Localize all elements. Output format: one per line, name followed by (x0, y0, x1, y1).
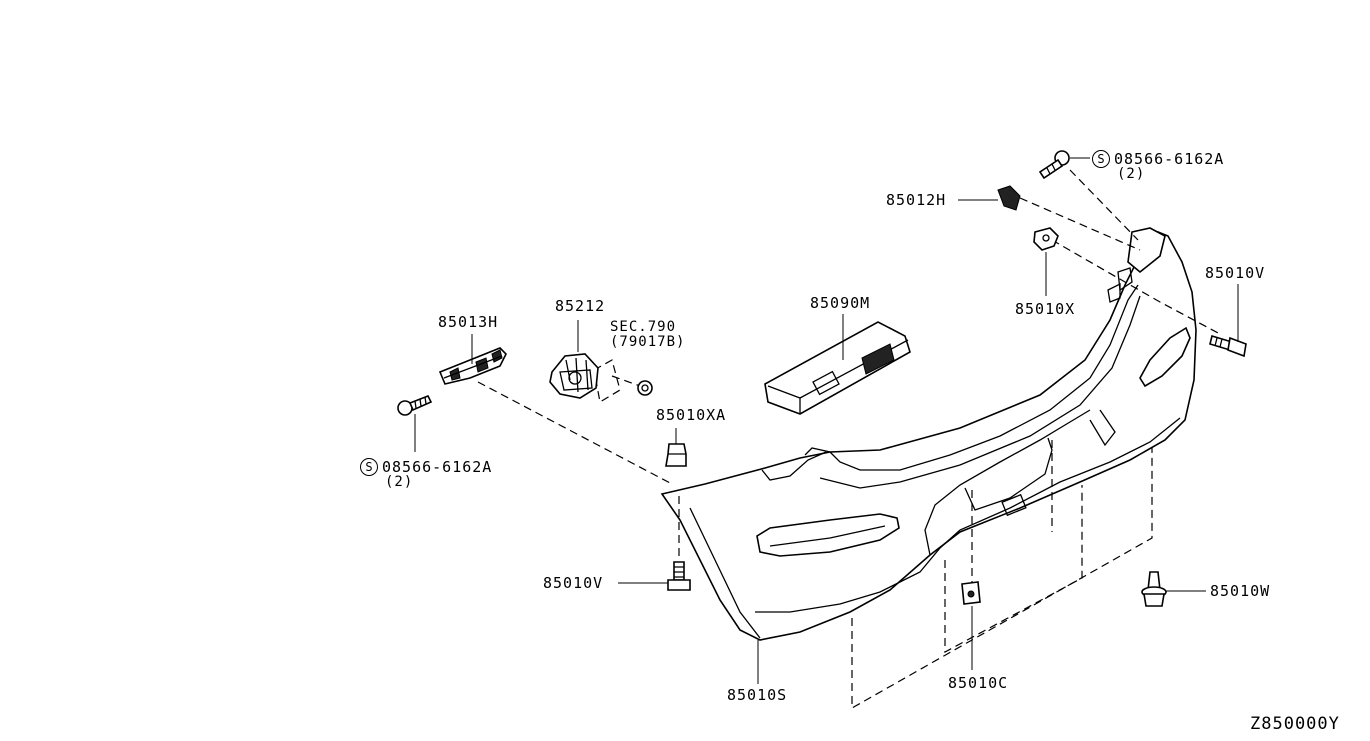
right-screw (1038, 150, 1070, 180)
rear-bumper-fascia (660, 227, 1197, 641)
label-85010v-right: 85010V (1205, 264, 1266, 282)
left-side-bracket (438, 347, 507, 385)
label-85010xa: 85010XA (656, 406, 727, 424)
label-sec-790: SEC.790 (610, 319, 677, 335)
label-85010x: 85010X (1015, 300, 1076, 318)
grommet-85010w (1141, 571, 1167, 607)
label-85010s: 85010S (727, 686, 788, 704)
label-85012h: 85012H (886, 191, 947, 209)
right-side-bracket (997, 185, 1021, 211)
s-symbol-right: S (1092, 150, 1110, 168)
leader-lines (414, 157, 1239, 684)
label-screw-right-qty: (2) (1117, 166, 1146, 182)
clip-85010x (1033, 227, 1059, 251)
left-screw (397, 394, 433, 416)
label-85013h: 85013H (438, 313, 499, 331)
s-symbol-left: S (360, 458, 378, 476)
label-85010c: 85010C (948, 674, 1009, 692)
screw-85010v-left (667, 561, 691, 591)
label-85010v-left: 85010V (543, 574, 604, 592)
drawing-code: Z850000Y (1250, 714, 1340, 734)
sec-790-nut (637, 380, 653, 396)
assembly-guide-lines (477, 169, 1221, 710)
clip-85010c (961, 581, 981, 605)
screw-85010v-right (1209, 334, 1247, 358)
label-85010w: 85010W (1210, 582, 1271, 600)
label-screw-left-qty: (2) (385, 474, 414, 490)
control-module (764, 321, 911, 415)
clip-85010xa (665, 443, 687, 467)
label-sec-790-code: (79017B) (610, 334, 686, 350)
label-screw-left: 08566-6162A (382, 458, 493, 476)
label-85212: 85212 (555, 297, 606, 315)
parking-sensor (549, 353, 599, 399)
label-85090m: 85090M (810, 294, 871, 312)
label-screw-right: 08566-6162A (1114, 150, 1225, 168)
